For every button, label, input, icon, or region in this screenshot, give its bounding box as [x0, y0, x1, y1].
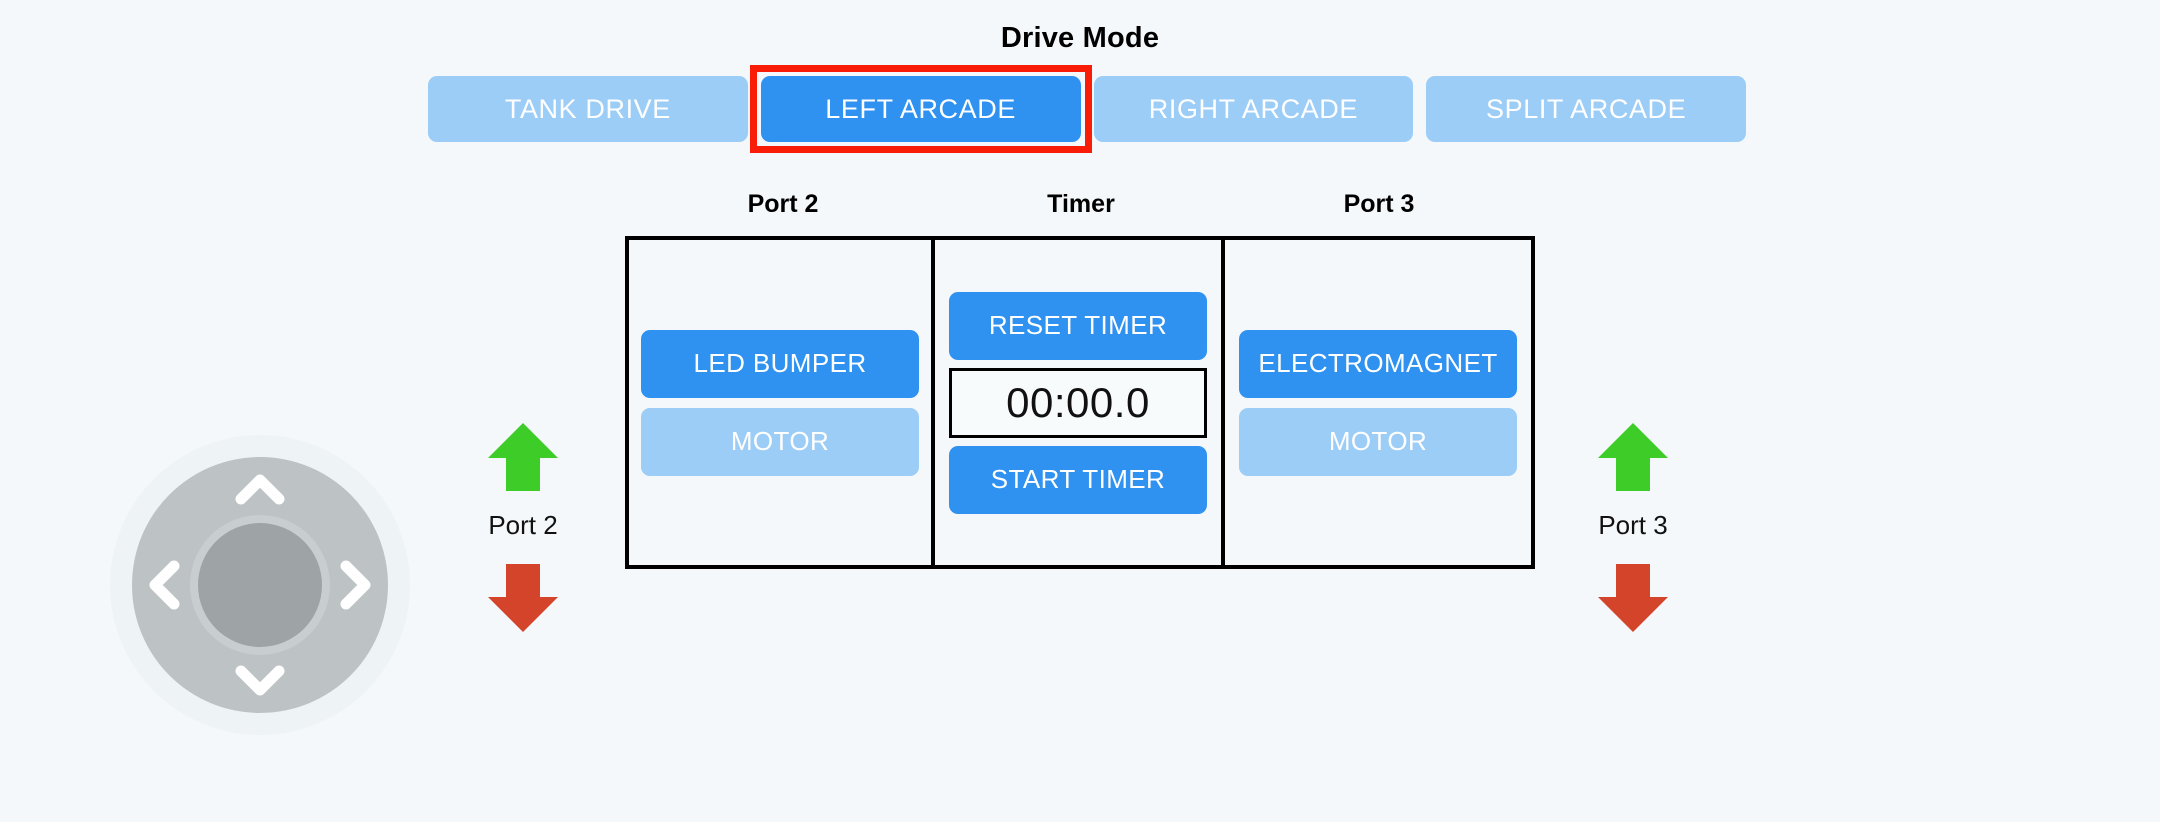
panel-header-port2: Port 2 — [747, 190, 819, 218]
panel-port2: LED BUMPER MOTOR — [625, 236, 935, 569]
start-timer-button[interactable]: START TIMER — [949, 445, 1207, 514]
panel-port3: ELECTROMAGNET MOTOR — [1225, 236, 1535, 569]
panel-header-timer: Timer — [1047, 190, 1115, 218]
chevron-right-icon[interactable] — [328, 558, 382, 612]
port3-cluster-label: Port 3 — [1598, 510, 1668, 540]
port2-led-bumper-button[interactable]: LED BUMPER — [641, 329, 919, 398]
dpad-center-button[interactable] — [198, 523, 322, 647]
port3-arrow-cluster: Port 3 — [1558, 418, 1708, 637]
page-title: Drive Mode — [1000, 22, 1160, 54]
drive-mode-option-split-arcade-wrap: SPLIT ARCADE — [1426, 76, 1746, 142]
panel-header-port3: Port 3 — [1343, 190, 1415, 218]
chevron-up-icon[interactable] — [233, 463, 287, 517]
panel-timer: RESET TIMER 00:00.0 START TIMER — [935, 236, 1225, 569]
drive-mode-button-split-arcade[interactable]: SPLIT ARCADE — [1426, 76, 1746, 142]
panel-port3-content: ELECTROMAGNET MOTOR — [1239, 329, 1517, 476]
arrow-up-icon[interactable] — [1594, 418, 1672, 496]
port2-cluster-label: Port 2 — [488, 510, 558, 540]
drive-mode-option-right-arcade-wrap: RIGHT ARCADE — [1093, 76, 1414, 142]
drive-mode-option-left-arcade-wrap: LEFT ARCADE — [749, 65, 1092, 153]
drive-mode-button-tank-drive[interactable]: TANK DRIVE — [428, 76, 748, 142]
dpad-control[interactable] — [110, 435, 410, 735]
arrow-up-icon[interactable] — [484, 418, 562, 496]
drive-mode-option-tank-drive-wrap: TANK DRIVE — [428, 76, 748, 142]
port3-motor-button[interactable]: MOTOR — [1239, 407, 1517, 476]
drive-mode-button-left-arcade[interactable]: LEFT ARCADE — [760, 76, 1081, 142]
chevron-left-icon[interactable] — [138, 558, 192, 612]
arrow-down-icon[interactable] — [1594, 559, 1672, 637]
arrow-down-icon[interactable] — [484, 559, 562, 637]
port2-arrow-cluster: Port 2 — [448, 418, 598, 637]
port2-motor-button[interactable]: MOTOR — [641, 407, 919, 476]
drive-mode-button-right-arcade[interactable]: RIGHT ARCADE — [1093, 76, 1414, 142]
port3-electromagnet-button[interactable]: ELECTROMAGNET — [1239, 329, 1517, 398]
reset-timer-button[interactable]: RESET TIMER — [949, 291, 1207, 360]
panel-port2-content: LED BUMPER MOTOR — [641, 329, 919, 476]
timer-display: 00:00.0 — [949, 367, 1207, 438]
drive-mode-button-row: TANK DRIVE LEFT ARCADE RIGHT ARCADE SPLI… — [428, 65, 1746, 153]
panel-timer-content: RESET TIMER 00:00.0 START TIMER — [949, 291, 1207, 514]
control-panel-group: LED BUMPER MOTOR RESET TIMER 00:00.0 STA… — [625, 236, 1535, 569]
chevron-down-icon[interactable] — [233, 653, 287, 707]
